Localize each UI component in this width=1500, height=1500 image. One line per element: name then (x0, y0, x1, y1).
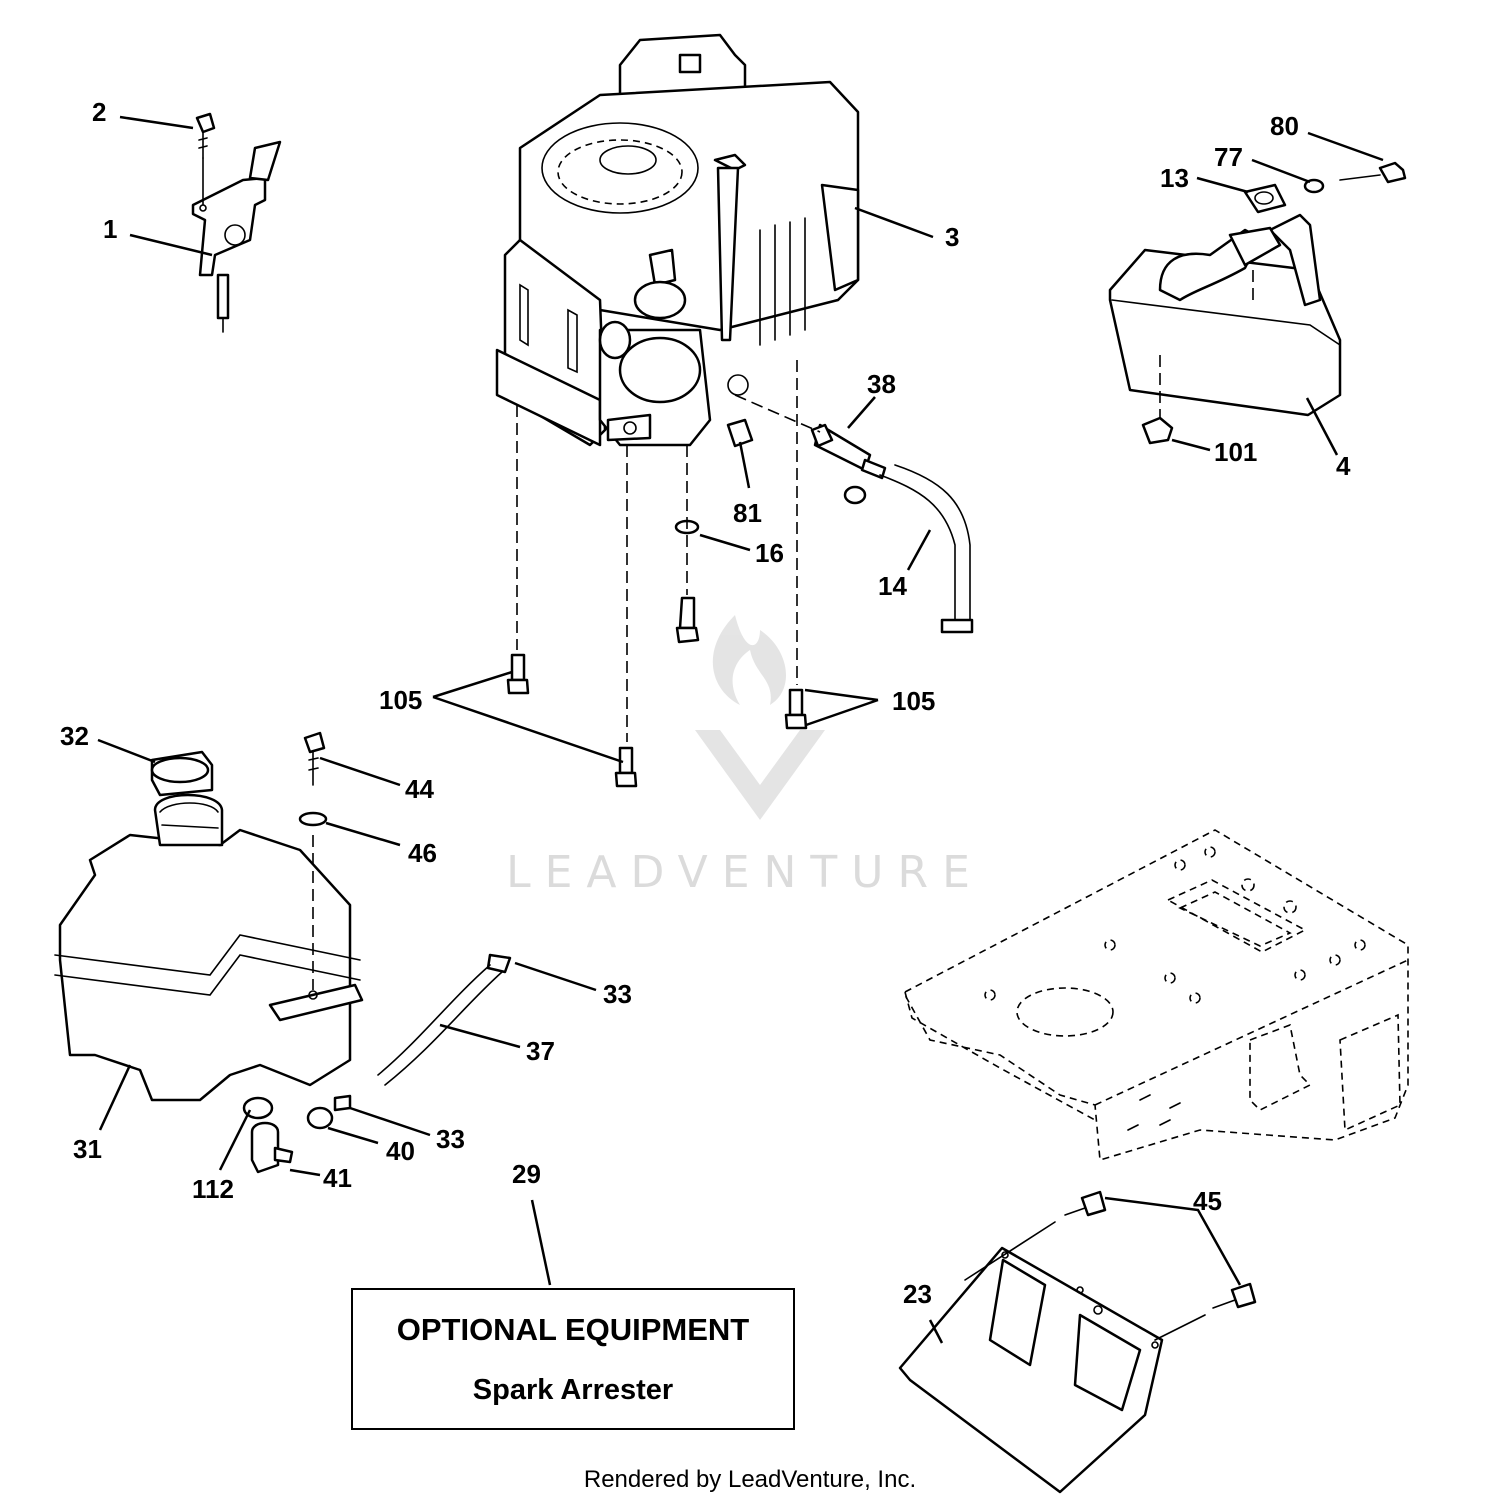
callout-44: 44 (405, 774, 434, 804)
heat-shield (898, 1190, 1257, 1494)
callout-101: 101 (1214, 437, 1257, 467)
callout-14: 14 (878, 571, 907, 601)
callout-38: 38 (867, 369, 896, 399)
callout-41: 41 (323, 1163, 352, 1193)
callout-23: 23 (903, 1279, 932, 1309)
callout-105-left: 105 (379, 685, 422, 715)
callout-2: 2 (92, 97, 106, 127)
muffler (1108, 161, 1407, 445)
callout-29: 29 (512, 1159, 541, 1189)
callout-16: 16 (755, 538, 784, 568)
callout-40: 40 (386, 1136, 415, 1166)
callout-45: 45 (1193, 1186, 1222, 1216)
callout-46: 46 (408, 838, 437, 868)
fuel-filter-hose (726, 418, 974, 634)
tank-fittings (242, 731, 512, 1174)
fasteners-engine (506, 360, 821, 788)
callout-32: 32 (60, 721, 89, 751)
callout-1: 1 (103, 214, 117, 244)
engine (495, 33, 860, 447)
watermark-text: LEADVENTURE (506, 847, 984, 898)
leader-lines (97, 115, 1384, 1344)
callout-13: 13 (1160, 163, 1189, 193)
callout-37: 37 (526, 1036, 555, 1066)
throttle-control (191, 112, 282, 333)
callout-33-lower: 33 (436, 1124, 465, 1154)
render-credit: Rendered by LeadVenture, Inc. (583, 1466, 917, 1493)
callout-80: 80 (1270, 111, 1299, 141)
watermark-logo: LEADVENTURE (506, 615, 984, 898)
callout-numbers: 1 2 3 4 13 14 16 23 29 31 32 33 33 37 38… (60, 97, 1351, 1309)
callout-105-right: 105 (892, 686, 935, 716)
optional-equipment-box: OPTIONAL EQUIPMENT Spark Arrester (351, 1288, 795, 1430)
callout-112: 112 (192, 1174, 234, 1204)
callout-81: 81 (733, 498, 762, 528)
callout-4: 4 (1336, 451, 1351, 481)
fuel-tank (54, 750, 364, 1102)
optional-equipment-title: OPTIONAL EQUIPMENT (396, 1311, 750, 1347)
frame-outline (904, 829, 1409, 1162)
callout-31: 31 (73, 1134, 102, 1164)
spark-arrester-label: Spark Arrester (472, 1373, 674, 1406)
callout-3: 3 (945, 222, 959, 252)
callout-77: 77 (1214, 142, 1243, 172)
callout-33-upper: 33 (603, 979, 632, 1009)
